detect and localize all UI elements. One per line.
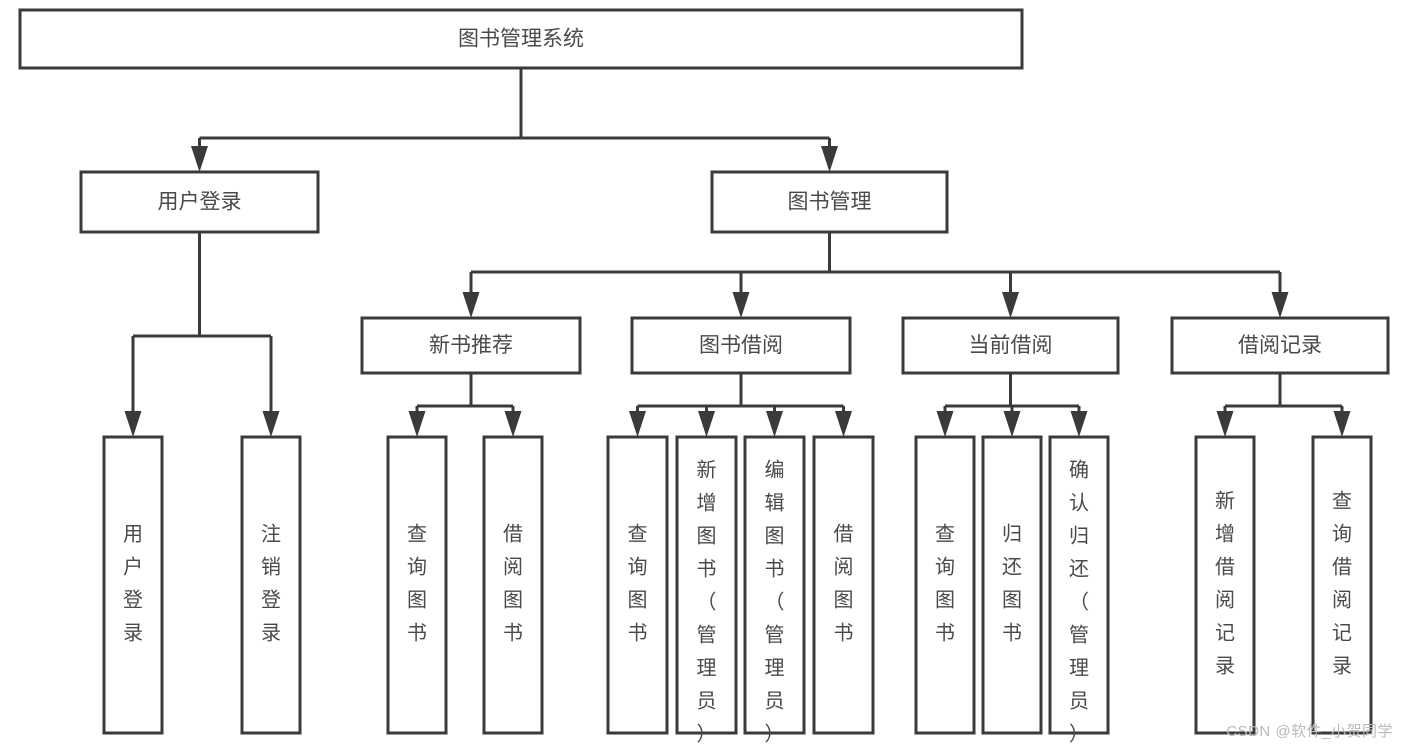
- node-leaf-user-login[interactable]: 用户登录: [102, 435, 164, 735]
- node-box[interactable]: [1311, 435, 1373, 735]
- connector-group: [408, 373, 522, 437]
- connector-group: [936, 373, 1088, 437]
- arrow-head-icon: [1271, 292, 1289, 318]
- arrow-head-icon: [462, 292, 480, 318]
- node-leaf-borrow-book-rec[interactable]: 借阅图书: [482, 435, 544, 735]
- node-label: 新书推荐: [429, 334, 513, 357]
- connector-group: [462, 232, 1289, 318]
- node-leaf-query-record[interactable]: 查询借阅记录: [1311, 435, 1373, 735]
- node-label: 注销登录: [261, 523, 281, 645]
- node-user-login[interactable]: 用户登录: [79, 170, 320, 234]
- connector-group: [1216, 373, 1351, 437]
- node-box[interactable]: [102, 435, 164, 735]
- node-leaf-return-book[interactable]: 归还图书: [981, 435, 1043, 735]
- node-leaf-query-book-current[interactable]: 查询图书: [914, 435, 976, 735]
- arrow-head-icon: [408, 411, 426, 437]
- arrow-head-icon: [732, 292, 750, 318]
- arrow-head-icon: [504, 411, 522, 437]
- node-label: 查询图书: [628, 523, 648, 645]
- node-label: 查询图书: [935, 523, 955, 645]
- node-label: 编辑图书（管理员）: [765, 459, 785, 746]
- node-leaf-confirm-return[interactable]: 确认归还（管理员）: [1048, 435, 1110, 746]
- node-root[interactable]: 图书管理系统: [18, 8, 1024, 70]
- arrow-head-icon: [1333, 411, 1351, 437]
- node-label: 图书管理系统: [458, 28, 584, 51]
- node-leaf-query-book-rec[interactable]: 查询图书: [386, 435, 448, 735]
- node-leaf-borrow-book[interactable]: 借阅图书: [812, 435, 875, 735]
- node-leaf-query-book-borrow[interactable]: 查询图书: [606, 435, 669, 735]
- node-box[interactable]: [1194, 435, 1256, 735]
- node-label: 归还图书: [1002, 523, 1022, 645]
- node-box[interactable]: [1170, 316, 1390, 375]
- node-layer: 图书管理系统用户登录图书管理新书推荐图书借阅当前借阅借阅记录用户登录注销登录查询…: [18, 8, 1390, 746]
- node-borrow-record[interactable]: 借阅记录: [1170, 316, 1390, 375]
- node-box[interactable]: [710, 170, 949, 234]
- arrow-head-icon: [821, 146, 838, 172]
- node-label: 借阅图书: [503, 523, 523, 645]
- arrow-head-icon: [262, 411, 280, 437]
- node-label: 借阅图书: [834, 523, 854, 645]
- node-box[interactable]: [386, 435, 448, 735]
- arrow-head-icon: [835, 411, 852, 437]
- node-box[interactable]: [606, 435, 669, 735]
- node-label: 图书借阅: [699, 334, 783, 357]
- node-label: 确认归还（管理员）: [1069, 459, 1089, 746]
- node-box[interactable]: [240, 435, 302, 735]
- node-leaf-add-record[interactable]: 新增借阅记录: [1194, 435, 1256, 735]
- arrow-head-icon: [124, 411, 142, 437]
- node-box[interactable]: [675, 435, 738, 735]
- node-box[interactable]: [1048, 435, 1110, 735]
- node-box[interactable]: [482, 435, 544, 735]
- node-book-manage[interactable]: 图书管理: [710, 170, 949, 234]
- arrow-head-icon: [629, 411, 646, 437]
- node-box[interactable]: [914, 435, 976, 735]
- connector-layer: [124, 68, 1351, 437]
- node-label: 图书管理: [788, 191, 872, 214]
- arrow-head-icon: [766, 411, 783, 437]
- arrow-head-icon: [191, 146, 208, 172]
- node-current-borrow[interactable]: 当前借阅: [901, 316, 1120, 375]
- node-box[interactable]: [360, 316, 582, 375]
- arrow-head-icon: [1003, 411, 1021, 437]
- arrow-head-icon: [698, 411, 715, 437]
- connector-group: [124, 232, 280, 437]
- arrow-head-icon: [1216, 411, 1234, 437]
- node-label: 新增图书（管理员）: [697, 459, 717, 746]
- node-box[interactable]: [79, 170, 320, 234]
- node-box[interactable]: [630, 316, 852, 375]
- arrow-head-icon: [1070, 411, 1088, 437]
- node-label: 借阅记录: [1238, 334, 1322, 357]
- node-label: 查询借阅记录: [1332, 490, 1352, 678]
- node-box[interactable]: [981, 435, 1043, 735]
- arrow-head-icon: [1002, 292, 1019, 318]
- node-new-book-rec[interactable]: 新书推荐: [360, 316, 582, 375]
- arrow-head-icon: [936, 411, 954, 437]
- connector-group: [191, 68, 838, 172]
- connector-group: [629, 373, 852, 437]
- node-box[interactable]: [812, 435, 875, 735]
- node-label: 用户登录: [123, 524, 143, 645]
- node-label: 用户登录: [158, 191, 242, 214]
- node-label: 新增借阅记录: [1215, 490, 1235, 678]
- node-label: 当前借阅: [969, 334, 1053, 357]
- node-box[interactable]: [743, 435, 806, 735]
- node-box[interactable]: [901, 316, 1120, 375]
- node-book-borrow[interactable]: 图书借阅: [630, 316, 852, 375]
- node-label: 查询图书: [407, 523, 427, 645]
- node-leaf-add-book[interactable]: 新增图书（管理员）: [675, 435, 738, 746]
- node-box[interactable]: [18, 8, 1024, 70]
- node-leaf-edit-book[interactable]: 编辑图书（管理员）: [743, 435, 806, 746]
- node-leaf-logout[interactable]: 注销登录: [240, 435, 302, 735]
